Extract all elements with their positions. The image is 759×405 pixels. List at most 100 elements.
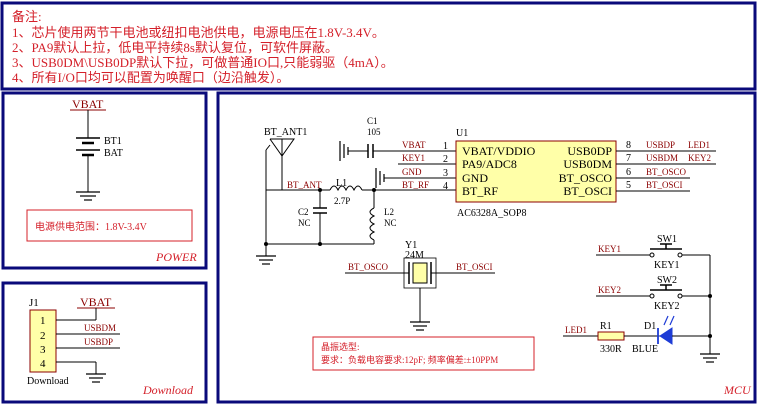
pin3-num: 3 xyxy=(443,168,448,179)
mcu-ground-c1-icon xyxy=(339,141,349,161)
led-net: LED1 xyxy=(565,325,587,335)
mcu-section-title: MCU xyxy=(723,383,752,397)
sw2-net: KEY2 xyxy=(598,285,621,295)
switch-sw1-icon xyxy=(649,243,683,258)
download-frame xyxy=(1,281,208,404)
ic-pin5-name: BT_OSCI xyxy=(563,184,612,198)
d1-value: BLUE xyxy=(632,344,658,355)
ic-body xyxy=(455,140,617,203)
r1-value: 330R xyxy=(600,344,622,355)
ic-pin8-name: USB0DP xyxy=(567,144,612,158)
mcu-frame xyxy=(216,91,757,404)
download-vbat-label: VBAT xyxy=(80,295,112,309)
download-conn-label: Download xyxy=(27,376,69,387)
mcu-ground-antenna-icon xyxy=(256,255,276,265)
download-panel: J1 1 2 3 4 VBAT USBDM USBDP Download Dow… xyxy=(1,281,208,404)
pin8-num: 8 xyxy=(626,140,631,151)
pin2-num: 2 xyxy=(443,154,448,165)
pin6-net: BT_OSCO xyxy=(646,167,687,177)
pin5-num: 5 xyxy=(626,180,631,191)
pin7-num: 7 xyxy=(626,153,631,164)
ic-pin3-name: GND xyxy=(462,171,488,185)
pin8-extra: LED1 xyxy=(688,140,710,150)
c2-value: NC xyxy=(298,218,311,228)
crystal-note-box xyxy=(312,336,535,371)
crystal-ref: Y1 xyxy=(405,240,417,251)
ic-part: AC6328A_SOP8 xyxy=(457,208,526,219)
pin1-num: 1 xyxy=(443,141,448,152)
download-section-title: Download xyxy=(142,383,194,397)
l2-ref: L2 xyxy=(384,207,394,217)
ic-pin2-name: PA9/ADC8 xyxy=(462,157,517,171)
power-panel: VBAT BT1 BAT 电源供电范围：1.8V-3.4V POWER xyxy=(1,91,208,270)
sw1-net: KEY1 xyxy=(598,244,621,254)
pin6-num: 6 xyxy=(626,167,631,178)
download-conn-ref: J1 xyxy=(29,297,39,309)
pin5-net: BT_OSCI xyxy=(646,180,683,190)
crystal-y1-icon xyxy=(403,257,437,289)
sw2-value: KEY2 xyxy=(654,301,680,312)
crystal-note-title: 晶振选型: xyxy=(321,341,360,352)
inductor-l2 xyxy=(369,207,376,241)
pin1-net: VBAT xyxy=(402,140,426,150)
power-section-title: POWER xyxy=(155,250,197,264)
sw1-value: KEY1 xyxy=(654,260,680,271)
resistor-r1 xyxy=(597,331,625,341)
antenna-ref: BT_ANT1 xyxy=(264,127,307,138)
download-pin-1: 1 xyxy=(40,315,46,327)
crystal-net-right: BT_OSCI xyxy=(456,262,493,272)
inductor-l1 xyxy=(329,185,363,192)
download-net-usbdm: USBDM xyxy=(84,323,116,333)
pin2-net: KEY1 xyxy=(402,153,425,163)
r1-ref: R1 xyxy=(600,321,612,332)
c2-ref: C2 xyxy=(298,207,309,217)
mcu-ground-ic-icon xyxy=(375,168,385,188)
download-connector-body xyxy=(29,309,57,373)
ic-pin6-name: BT_OSCO xyxy=(559,171,613,185)
power-vbat-label: VBAT xyxy=(72,97,104,111)
power-range-box xyxy=(26,209,193,242)
note-line-1: 1、芯片使用两节干电池或纽扣电池供电，电源电压在1.8V-3.4V。 xyxy=(12,25,385,40)
pin7-net: USBDM xyxy=(646,153,678,163)
download-pin-4: 4 xyxy=(40,358,46,370)
notes-title: 备注: xyxy=(12,9,42,24)
l1-ref: L1 xyxy=(336,178,347,189)
power-range-note: 电源供电范围：1.8V-3.4V xyxy=(35,220,148,233)
switch-sw2-icon xyxy=(649,284,683,299)
sw2-ref: SW2 xyxy=(657,275,677,286)
power-bt-value: BAT xyxy=(104,148,123,159)
download-pin-2: 2 xyxy=(40,330,46,342)
pin7-extra: KEY2 xyxy=(688,153,711,163)
ic-pin7-name: USB0DM xyxy=(563,157,612,171)
l1-value: 2.7P xyxy=(334,196,350,206)
ic-pin4-name: BT_RF xyxy=(462,184,498,198)
d1-ref: D1 xyxy=(644,321,656,332)
mcu-ground-keys-icon xyxy=(700,353,720,363)
power-bt-ref: BT1 xyxy=(104,136,122,147)
crystal-note-body: 要求：负载电容要求:12pF; 频率偏差:±10PPM xyxy=(321,354,498,365)
crystal-value: 24M xyxy=(405,250,424,261)
antenna-icon xyxy=(269,138,295,168)
note-line-2: 2、PA9默认上拉，低电平持续8s默认复位，可软件屏蔽。 xyxy=(12,40,338,55)
pin8-net: USBDP xyxy=(646,140,675,150)
download-ground-icon xyxy=(86,373,106,383)
power-ground-icon xyxy=(76,191,100,201)
l2-value: NC xyxy=(384,218,397,228)
net-bt-ant: BT_ANT xyxy=(287,180,322,190)
c1-value: 105 xyxy=(367,127,381,137)
ic-pin1-name: VBAT/VDDIO xyxy=(462,144,536,158)
download-pin-3: 3 xyxy=(40,344,46,356)
note-line-3: 3、USB0DM\USB0DP默认下拉，可做普通IO口,只能弱驱（4mA）。 xyxy=(12,55,394,70)
ic-ref: U1 xyxy=(456,128,468,139)
pin4-net: BT_RF xyxy=(402,180,429,190)
mcu-ground-crystal-icon xyxy=(410,321,430,331)
download-net-usbdp: USBDP xyxy=(84,337,113,347)
crystal-net-left: BT_OSCO xyxy=(348,262,389,272)
notes-frame xyxy=(0,1,757,91)
pin4-num: 4 xyxy=(443,181,448,192)
note-line-4: 4、所有I/O口均可以配置为唤醒口（边沿触发）。 xyxy=(12,70,289,85)
c1-ref: C1 xyxy=(367,116,378,126)
mcu-panel: BT_ANT1 BT_ANT L1 2.7P C2 NC xyxy=(216,91,757,404)
sw1-ref: SW1 xyxy=(657,234,677,245)
